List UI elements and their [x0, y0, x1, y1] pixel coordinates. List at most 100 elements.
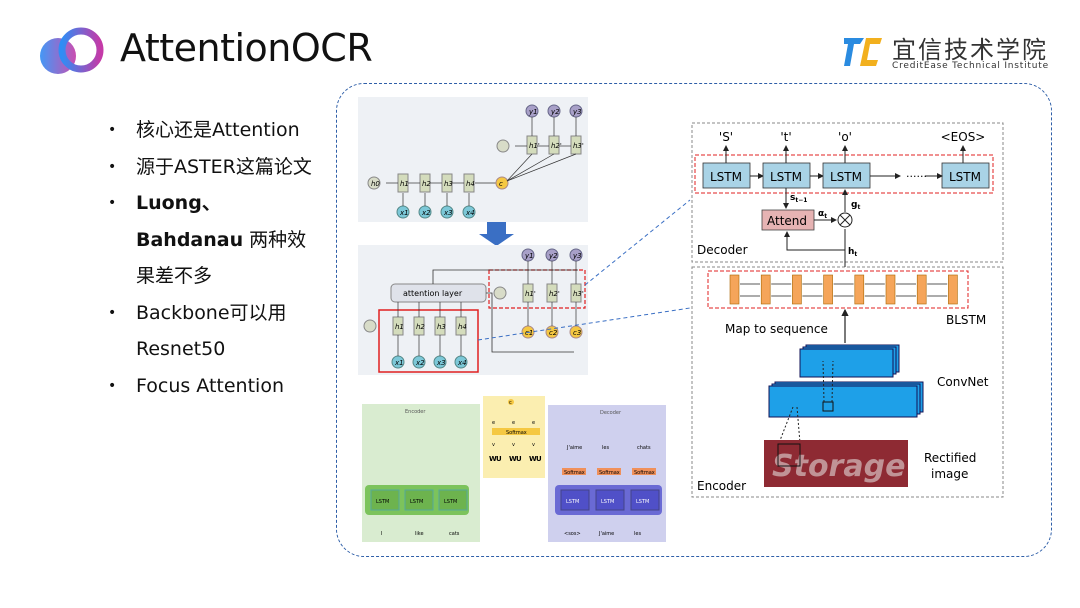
lstm-label: LSTM [601, 499, 614, 505]
receptive-field [822, 401, 834, 412]
decoder-initial-state-node [493, 286, 507, 300]
hidden-label: h1' [529, 142, 540, 150]
bullet-item: Backbone可以用Resnet50 [108, 295, 318, 368]
lstm-label: LSTM [566, 499, 579, 505]
decoder-input-word: <sos> [564, 531, 581, 537]
softmax-label: Softmax [634, 470, 655, 476]
figure-frame [336, 83, 1052, 557]
hidden-label: h3 [444, 180, 453, 188]
bullet-item: 核心还是Attention [108, 112, 318, 149]
encoder-panel [362, 404, 480, 542]
decoder-label: Decoder [600, 410, 622, 416]
output-label: y3 [572, 252, 582, 260]
blstm-chain [729, 274, 958, 305]
ellipsis: ······ [906, 170, 927, 183]
feature-map [799, 348, 894, 378]
softmax-label: Softmax [506, 430, 527, 436]
nmt-diagram: Encoder Decoder Softmax c LSTM I LSTM Softm… [362, 396, 666, 542]
lstm-label: LSTM [770, 170, 802, 184]
encoder-label: Encoder [405, 409, 426, 415]
rectified-image [764, 440, 908, 487]
hidden-label: h4 [458, 323, 467, 331]
bullet-list: 核心还是Attention 源于ASTER这篇论文 Luong、Bahdanau… [108, 112, 318, 404]
input-label: x4 [457, 359, 467, 367]
bullet-item: Focus Attention [108, 368, 318, 405]
target-word: chats [637, 445, 651, 451]
multiply-icon-cross [839, 214, 851, 226]
output-label: y2 [548, 252, 558, 260]
lstm-cell [560, 489, 590, 511]
lstm-cell [370, 489, 400, 511]
input-label: x2 [415, 359, 425, 367]
hidden-label: h1 [400, 180, 409, 188]
source-word: I [381, 531, 382, 537]
output-label: y1 [524, 252, 534, 260]
lstm-label: LSTM [830, 170, 862, 184]
edge [506, 153, 533, 182]
hidden-label: h2 [416, 323, 425, 331]
output-char: 'o' [838, 130, 852, 144]
edge [506, 153, 577, 182]
u-label: U [496, 455, 502, 463]
edge [486, 292, 574, 353]
feature-map [768, 385, 918, 418]
target-word: les [602, 445, 609, 451]
input-label: x3 [436, 359, 446, 367]
output-char: 'S' [719, 130, 733, 144]
lstm-cell [438, 489, 468, 511]
attention-layer-label: attention layer [403, 289, 463, 298]
alpha-label: αt [818, 209, 827, 220]
lstm-cell [822, 162, 871, 189]
output-char: <EOS> [941, 130, 986, 144]
decoder-lstm-chain: LSTM'S'LSTM't'LSTM'o'LSTM<EOS> [702, 130, 990, 189]
w-label: W [509, 455, 517, 463]
encoder-highlight [378, 309, 479, 373]
bullet-text: 两种效果差不多 [136, 228, 307, 288]
blstm-cell [885, 274, 896, 305]
output-label: y1 [528, 108, 538, 116]
blstm-cell [729, 274, 740, 305]
v-label: v [492, 442, 495, 448]
decoder-initial-state-node [496, 139, 510, 153]
lstm-label: LSTM [710, 170, 742, 184]
w-label: W [529, 455, 537, 463]
page-title: AttentionOCR [120, 26, 373, 70]
input-label: x2 [421, 209, 431, 217]
hidden-label: h3' [573, 142, 584, 150]
bullet-text: Backbone可以用Resnet50 [136, 301, 287, 361]
w-label: W [489, 455, 497, 463]
diagram-background [358, 97, 588, 222]
hidden-label: h4 [466, 180, 475, 188]
blstm-cell [916, 274, 927, 305]
connector-line [477, 307, 691, 341]
softmax-label: Softmax [599, 470, 620, 476]
encoder-label: Encoder [697, 479, 746, 493]
output-label: y3 [572, 108, 582, 116]
source-word: like [415, 531, 424, 537]
brand-name-en: CreditEase Technical Institute [892, 61, 1049, 71]
softmax-box [562, 468, 586, 475]
bullet-item: Luong、Bahdanau 两种效果差不多 [108, 185, 318, 295]
attention-panel [483, 396, 545, 478]
lstm-cell [595, 489, 625, 511]
bullet-text: 核心还是Attention [136, 119, 300, 141]
blstm-cell [854, 274, 865, 305]
brand-logo-icon [844, 38, 882, 66]
context-node [508, 399, 514, 405]
u-label: U [516, 455, 522, 463]
initial-state-node [363, 319, 377, 333]
aster-diagram: LSTM'S'LSTM't'LSTM'o'LSTM<EOS> ······ At… [691, 122, 1004, 498]
context-label: c3 [573, 329, 581, 337]
blstm-highlight [707, 270, 969, 309]
context-node [495, 176, 509, 190]
lstm-label: LSTM [636, 499, 649, 505]
context-label: c [509, 400, 512, 406]
softmax-box [632, 468, 656, 475]
v-label: v [512, 442, 515, 448]
rectified-label: image [931, 467, 968, 481]
lstm-label: LSTM [444, 499, 457, 505]
brand-name-cn: 宜信技术学院 [892, 36, 1048, 64]
